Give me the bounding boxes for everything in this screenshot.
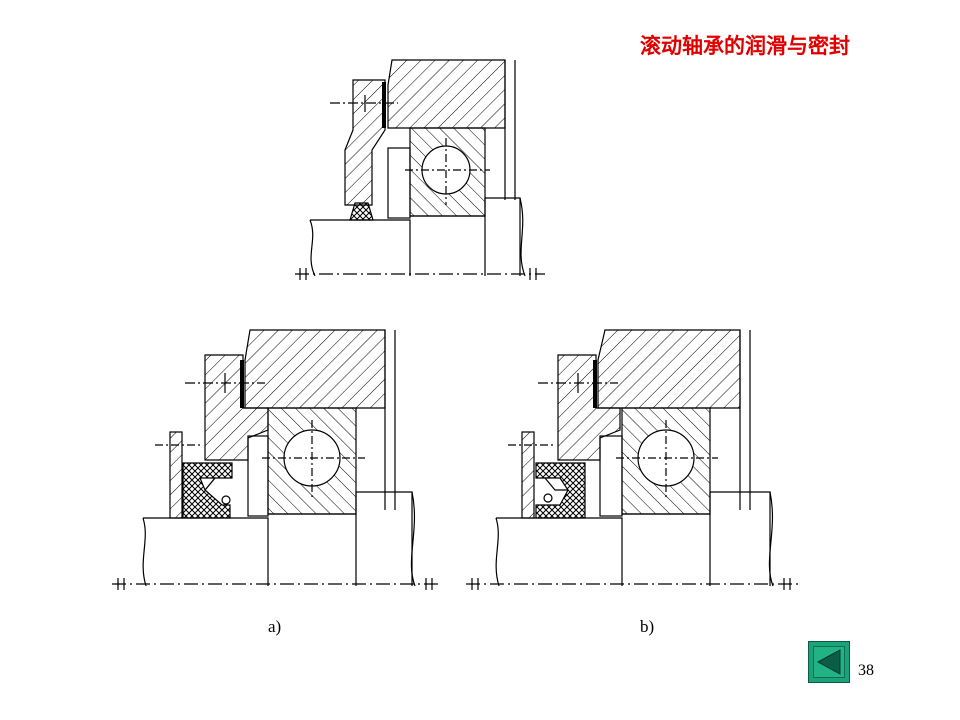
drawing-b bbox=[466, 329, 800, 590]
drawing-a bbox=[112, 329, 440, 590]
top-drawing bbox=[295, 59, 545, 280]
caption-a: a) bbox=[268, 617, 282, 636]
caption-b: b) bbox=[640, 617, 655, 636]
page-number: 38 bbox=[858, 662, 874, 679]
back-button[interactable] bbox=[808, 641, 850, 683]
slide-title: 滚动轴承的润滑与密封 bbox=[640, 34, 850, 58]
triangle-left-icon bbox=[816, 649, 841, 675]
